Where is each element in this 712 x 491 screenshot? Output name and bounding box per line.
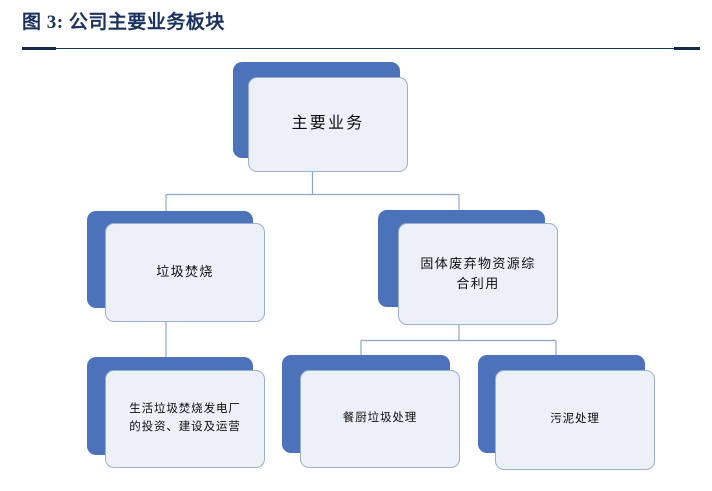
node-sludge-treatment[interactable]: 污泥处理 — [478, 355, 655, 470]
node-kitchen-waste[interactable]: 餐厨垃圾处理 — [282, 355, 460, 468]
node-root-face[interactable]: 主要业务 — [248, 77, 408, 172]
node-root[interactable]: 主要业务 — [233, 62, 408, 172]
node-solid-waste-resource[interactable]: 固体废弃物资源综 合利用 — [378, 210, 558, 325]
node-solid-waste-resource-label: 固体废弃物资源综 合利用 — [420, 255, 536, 291]
page-title: 图 3: 公司主要业务板块 — [22, 12, 225, 33]
node-solid-waste-resource-face[interactable]: 固体废弃物资源综 合利用 — [398, 223, 558, 325]
node-wte-plant-ibo-face[interactable]: 生活垃圾焚烧发电厂 的投资、建设及运营 — [105, 370, 265, 468]
node-kitchen-waste-label: 餐厨垃圾处理 — [342, 412, 418, 425]
divider-accent-left — [22, 47, 56, 50]
node-kitchen-waste-face[interactable]: 餐厨垃圾处理 — [300, 370, 460, 468]
divider-accent-right — [674, 47, 700, 50]
node-wte-plant-ibo[interactable]: 生活垃圾焚烧发电厂 的投资、建设及运营 — [87, 357, 265, 468]
node-root-label: 主要业务 — [291, 115, 365, 133]
node-waste-incineration-face[interactable]: 垃圾焚烧 — [105, 223, 265, 322]
node-waste-incineration[interactable]: 垃圾焚烧 — [87, 211, 265, 322]
node-wte-plant-ibo-label: 生活垃圾焚烧发电厂 的投资、建设及运营 — [129, 403, 241, 433]
node-sludge-treatment-face[interactable]: 污泥处理 — [495, 370, 655, 470]
divider-line — [22, 48, 700, 49]
node-sludge-treatment-label: 污泥处理 — [550, 413, 600, 426]
node-waste-incineration-label: 垃圾焚烧 — [156, 264, 214, 280]
title-divider — [22, 46, 700, 51]
